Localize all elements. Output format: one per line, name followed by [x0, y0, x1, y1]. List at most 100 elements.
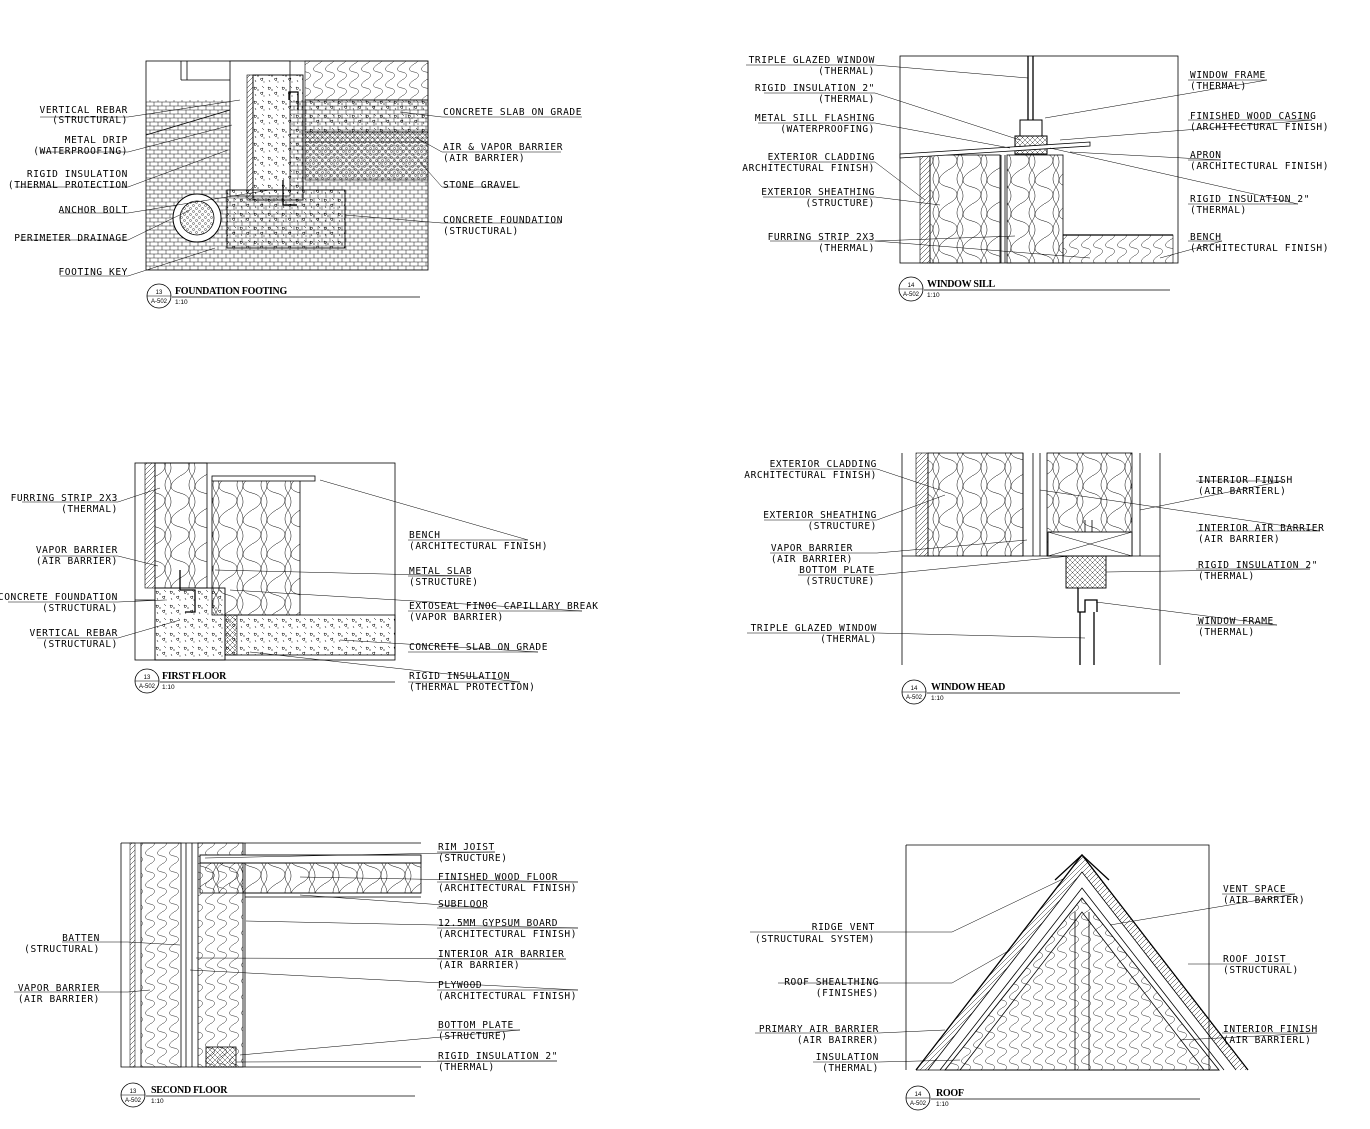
label-vapor-barrier-sub: (AIR BARRIER): [771, 554, 853, 565]
label-primary-air-barrier-sub: (AIR BAIRRER): [797, 1035, 879, 1046]
label-window-frame-sub: (THERMAL): [1198, 627, 1255, 638]
detail-window-head: EXTERIOR CLADDING ARCHITECTURAL FINISH) …: [744, 452, 1324, 705]
label-triple-glazed-sub: (THERMAL): [818, 66, 875, 77]
label-apron-sub: (ARCHITECTURAL FINISH): [1190, 161, 1329, 172]
scale-label: 1:10: [931, 695, 944, 702]
title-window-sill: WINDOW SILL: [927, 279, 996, 290]
bubble-sheet: A-502: [125, 1098, 142, 1104]
second-floor-leaders: [14, 851, 579, 1063]
label-rigid-insulation-sub: (THERMAL): [1198, 571, 1255, 582]
detail-second-floor: BATTEN (STRUCTURAL) VAPOR BARRIER (AIR B…: [14, 842, 579, 1108]
label-interior-finish: INTERIOR FINISH: [1223, 1024, 1318, 1035]
label-metal-slab: METAL SLAB: [409, 566, 472, 577]
label-bench: BENCH: [1190, 232, 1222, 243]
title-second-floor: SECOND FLOOR: [151, 1085, 228, 1096]
detail-roof: RIDGE VENT (STRUCTURAL SYSTEM) ROOF SHEA…: [750, 844, 1318, 1111]
detail-window-sill: TRIPLE GLAZED WINDOW (THERMAL) RIGID INS…: [742, 55, 1329, 302]
label-plywood: PLYWOOD: [438, 980, 482, 991]
title-block-window-sill: 14 A-502 WINDOW SILL 1:10: [898, 276, 1170, 302]
label-bottom-plate: BOTTOM PLATE: [438, 1020, 514, 1031]
label-vapor-barrier: VAPOR BARRIER: [18, 983, 100, 994]
label-batten-sub: (STRUCTURAL): [24, 944, 100, 955]
label-subfloor: SUBFLOOR: [438, 899, 489, 910]
label-rigid-insulation: RIGID INSULATION: [409, 671, 510, 682]
scale-label: 1:10: [151, 1098, 164, 1105]
label-vapor-barrier: VAPOR BARRIER: [771, 543, 853, 554]
label-concrete-foundation: CONCRETE FOUNDATION: [443, 215, 563, 226]
label-wood-floor: FINISHED WOOD FLOOR: [438, 872, 558, 883]
label-bottom-plate: BOTTOM PLATE: [799, 565, 875, 576]
label-rigid-insulation: RIGID INSULATION: [27, 169, 128, 180]
label-triple-glazed: TRIPLE GLAZED WINDOW: [749, 55, 875, 66]
label-rim-joist-sub: (STRUCTURE): [438, 853, 508, 864]
title-roof: ROOF: [936, 1088, 964, 1099]
scale-label: 1:10: [162, 684, 175, 691]
label-stone-gravel: STONE GRAVEL: [443, 180, 519, 191]
label-rigid-insulation-sub: (THERMAL PROTECTION): [409, 682, 535, 693]
title-block-first-floor: 13 A-502 FIRST FLOOR 1:10: [134, 668, 395, 694]
foundation-leaders: [15, 99, 582, 277]
label-wood-floor-sub: (ARCHITECTURAL FINISH): [438, 883, 577, 894]
label-exterior-sheathing-sub: (STRUCTURE): [807, 521, 877, 532]
label-metal-drip-sub: (WATERPROOFING): [33, 146, 128, 157]
label-exterior-sheathing: EXTERIOR SHEATHING: [763, 510, 877, 521]
label-rigid-insulation-sub: (THERMAL): [438, 1062, 495, 1073]
label-batten: BATTEN: [62, 933, 100, 944]
bubble-number: 13: [144, 675, 151, 681]
label-rigid-insulation-2: RIGID INSULATION 2": [1190, 194, 1310, 205]
label-gypsum-board: 12.5MM GYPSUM BOARD: [438, 918, 558, 929]
bubble-number: 14: [911, 686, 918, 692]
label-roof-joist: ROOF JOIST: [1223, 954, 1286, 965]
title-first-floor: FIRST FLOOR: [162, 671, 227, 682]
label-interior-air-barrier-sub: (AIR BARRIER): [438, 960, 520, 971]
label-roof-sheathing: ROOF SHEALTHING: [784, 977, 879, 988]
label-capillary-break: EXTOSEAL FINOC CAPILLARY BREAK: [409, 601, 599, 612]
label-rigid-insulation-sub: (THERMAL PROTECTION: [8, 180, 128, 191]
window-head-leaders: [747, 468, 1321, 639]
bubble-number: 13: [156, 290, 163, 296]
window-sill-drawing: [899, 55, 1179, 264]
label-concrete-foundation-sub: (STRUCTURAL): [443, 226, 519, 237]
label-roof-sheathing-sub: (FINISHES): [816, 988, 879, 999]
first-floor-leaders: [8, 479, 583, 683]
label-window-frame-sub: (THERMAL): [1190, 81, 1247, 92]
label-furring-strip-sub: (THERMAL): [818, 243, 875, 254]
label-insulation: INSULATION: [816, 1052, 879, 1063]
label-interior-air-barrier: INTERIOR AIR BARRIER: [438, 949, 564, 960]
label-exterior-sheathing: EXTERIOR SHEATHING: [761, 187, 875, 198]
label-bench-sub: (ARCHITECTURAL FINISH): [409, 541, 548, 552]
first-floor-drawing: [134, 462, 396, 661]
label-vertical-rebar-sub: (STRUCTURAL): [52, 115, 128, 126]
label-concrete-foundation: CONCRETE FOUNDATION: [0, 592, 118, 603]
foundation-drawing: [145, 60, 429, 271]
scale-label: 1:10: [927, 292, 940, 299]
label-furring-strip-sub: (THERMAL): [61, 504, 118, 515]
label-triple-glazed: TRIPLE GLAZED WINDOW: [751, 623, 877, 634]
label-apron: APRON: [1190, 150, 1222, 161]
label-bench-sub: (ARCHITECTURAL FINISH): [1190, 243, 1329, 254]
title-block-foundation: 13 A-502 FOUNDATION FOOTING 1:10: [146, 283, 420, 309]
label-window-frame: WINDOW FRAME: [1190, 70, 1266, 81]
label-vapor-barrier-sub: (AIR BARRIER): [36, 556, 118, 567]
label-wood-casing-sub: (ARCHITECTURAL FINISH): [1190, 122, 1329, 133]
bubble-sheet: A-502: [151, 299, 168, 305]
label-insulation-sub: (THERMAL): [822, 1063, 879, 1074]
label-concrete-slab: CONCRETE SLAB ON GRADE: [443, 107, 582, 118]
label-bench: BENCH: [409, 530, 441, 541]
label-plywood-sub: (ARCHITECTURAL FINISH): [438, 991, 577, 1002]
label-rim-joist: RIM JOIST: [438, 842, 495, 853]
label-concrete-foundation-sub: (STRUCTURAL): [42, 603, 118, 614]
label-vapor-barrier: VAPOR BARRIER: [36, 545, 118, 556]
label-rigid-insulation-2-sub: (THERMAL): [1190, 205, 1247, 216]
label-ridge-vent: RIDGE VENT: [812, 922, 875, 933]
label-concrete-slab: CONCRETE SLAB ON GRADE: [409, 642, 548, 653]
title-block-roof: 14 A-502 ROOF 1:10: [905, 1085, 1200, 1111]
bubble-number: 13: [130, 1089, 137, 1095]
label-vent-space-sub: (AIR BARRIER): [1223, 895, 1305, 906]
roof-leaders: [750, 877, 1318, 1063]
label-exterior-cladding: EXTERIOR CLADDING: [768, 152, 875, 163]
title-block-window-head: 14 A-502 WINDOW HEAD 1:10: [901, 679, 1180, 705]
bubble-number: 14: [908, 283, 915, 289]
label-capillary-break-sub: (VAPOR BARRIER): [409, 612, 504, 623]
